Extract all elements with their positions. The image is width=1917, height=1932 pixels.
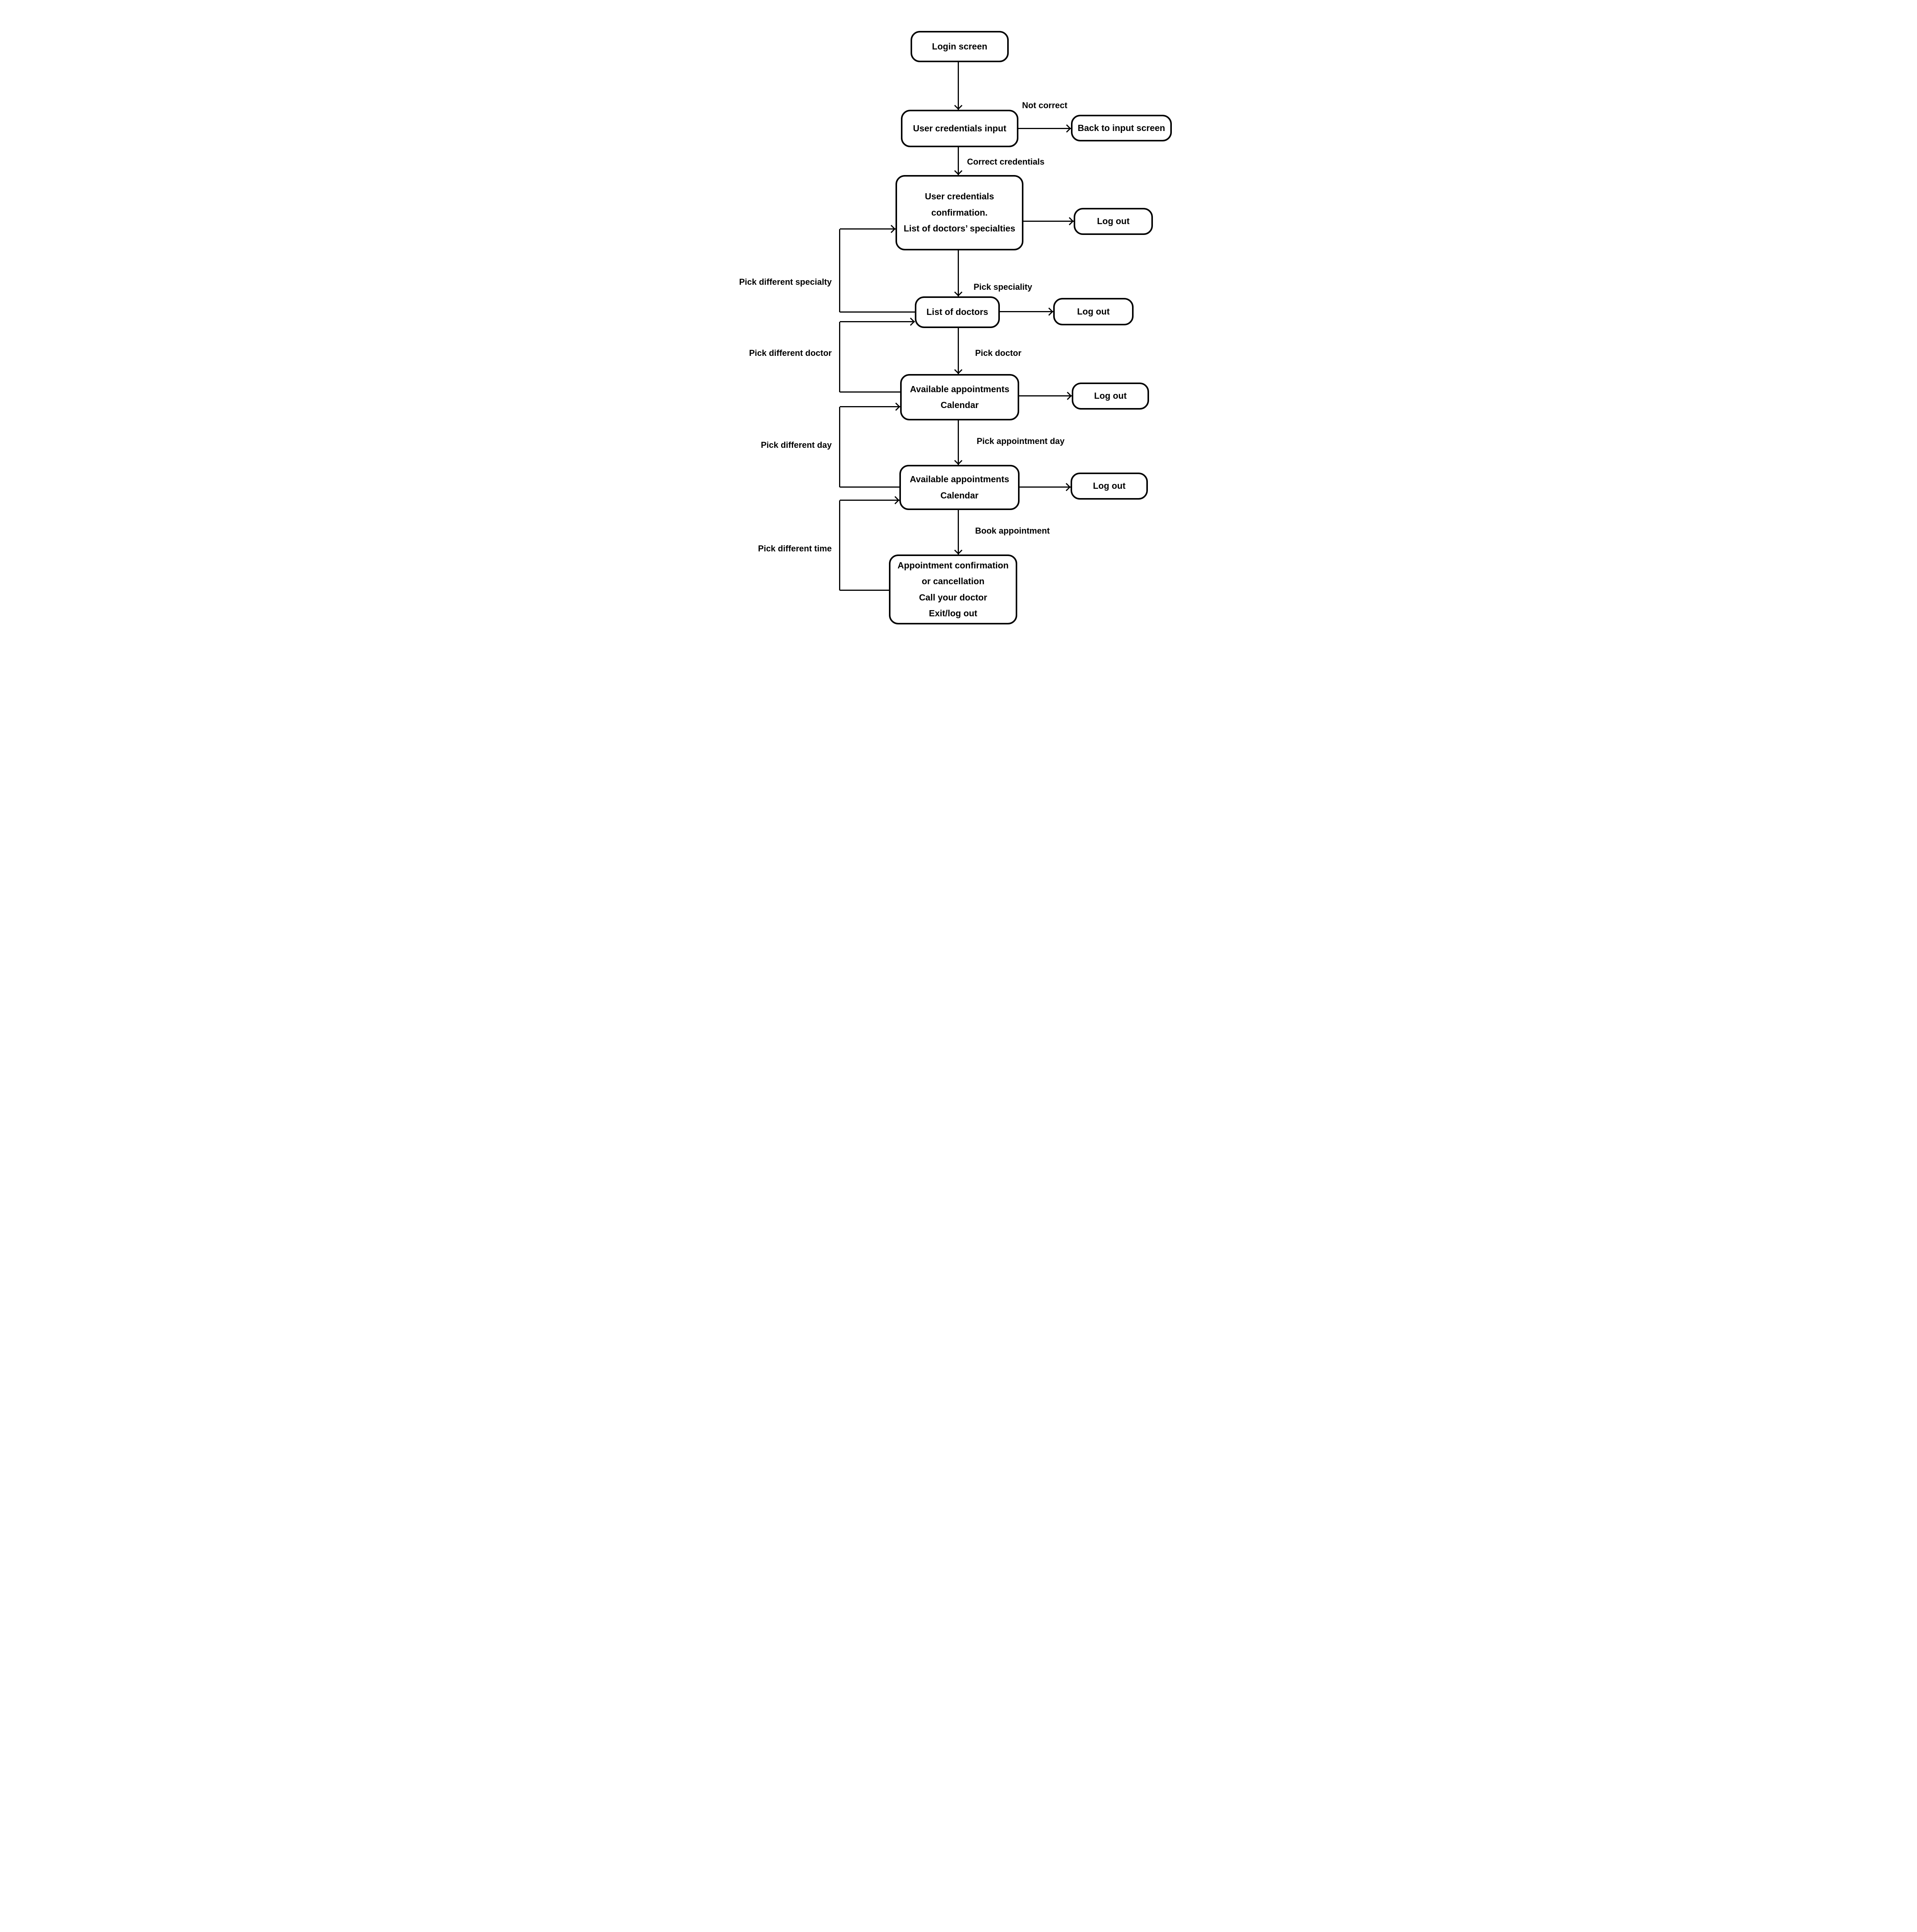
node-user-credentials-input-label: User credentials input bbox=[913, 123, 1006, 133]
edge-calendar2-to-logout4-line bbox=[1020, 486, 1071, 488]
edge-label-pick-different-specialty: Pick different specialty bbox=[739, 277, 832, 287]
edge-doctors-to-logout2-arrowhead bbox=[1045, 307, 1054, 316]
feedback-specialty-vertical-line bbox=[839, 229, 840, 312]
node-login-screen: Login screen bbox=[911, 31, 1009, 62]
edge-calendar2-to-logout4-arrowhead bbox=[1062, 483, 1071, 492]
feedback-doctor-entry-line bbox=[840, 321, 915, 322]
feedback-doctor-arrowhead bbox=[906, 317, 915, 326]
edge-not-correct-line bbox=[1018, 128, 1071, 129]
edge-calendar2-to-appointment-arrowhead bbox=[954, 546, 963, 555]
feedback-specialty-arrowhead bbox=[887, 224, 896, 233]
node-list-of-doctors: List of doctors bbox=[915, 296, 1000, 328]
node-log-out-4-label: Log out bbox=[1093, 481, 1126, 491]
node-appointment-confirmation: Appointment confirmation or cancellation… bbox=[889, 554, 1017, 624]
edge-login-to-input-arrowhead bbox=[954, 101, 963, 110]
flowchart-canvas: Login screen User credentials input Back… bbox=[719, 0, 1198, 652]
edge-calendar2-to-appointment-line bbox=[958, 510, 959, 554]
feedback-time-vertical-line bbox=[839, 500, 840, 590]
feedback-doctor-exit-line bbox=[840, 391, 900, 393]
node-available-appointments-calendar-1: Available appointments Calendar bbox=[900, 374, 1019, 420]
feedback-day-exit-line bbox=[840, 486, 899, 488]
feedback-doctor-vertical-line bbox=[839, 322, 840, 392]
node-log-out-3-label: Log out bbox=[1094, 391, 1127, 401]
edge-label-pick-speciality: Pick speciality bbox=[974, 282, 1032, 292]
feedback-time-exit-line bbox=[840, 590, 889, 591]
edge-label-not-correct: Not correct bbox=[1022, 100, 1067, 110]
edge-confirmation-to-doctors-line bbox=[958, 250, 959, 296]
node-available-appointments-calendar-2-label: Available appointments Calendar bbox=[909, 474, 1010, 500]
edge-label-pick-different-doctor: Pick different doctor bbox=[749, 348, 832, 358]
edge-label-pick-doctor: Pick doctor bbox=[975, 348, 1021, 358]
node-login-screen-label: Login screen bbox=[932, 41, 987, 51]
node-available-appointments-calendar-1-label: Available appointments Calendar bbox=[910, 384, 1010, 410]
edge-confirmation-to-logout1-line bbox=[1023, 221, 1074, 222]
node-log-out-4: Log out bbox=[1071, 473, 1148, 500]
edge-confirmation-to-logout1-arrowhead bbox=[1065, 217, 1074, 226]
edge-not-correct-arrowhead bbox=[1062, 124, 1071, 133]
feedback-day-arrowhead bbox=[892, 402, 901, 411]
feedback-day-vertical-line bbox=[839, 407, 840, 487]
edge-label-pick-appointment-day: Pick appointment day bbox=[977, 436, 1065, 446]
node-log-out-3: Log out bbox=[1072, 383, 1149, 410]
edge-doctors-to-logout2-line bbox=[1000, 311, 1053, 312]
edge-doctors-to-calendar1-line bbox=[958, 328, 959, 374]
node-list-of-doctors-label: List of doctors bbox=[926, 307, 988, 317]
node-log-out-1-label: Log out bbox=[1097, 216, 1130, 226]
node-appointment-confirmation-label: Appointment confirmation or cancellation… bbox=[897, 560, 1009, 618]
node-log-out-2: Log out bbox=[1053, 298, 1134, 325]
node-log-out-2-label: Log out bbox=[1077, 306, 1110, 316]
edge-calendar1-to-logout3-arrowhead bbox=[1063, 391, 1072, 400]
edge-label-pick-different-time: Pick different time bbox=[758, 544, 832, 553]
feedback-specialty-entry-line bbox=[840, 228, 896, 230]
edge-doctors-to-calendar1-arrowhead bbox=[954, 366, 963, 374]
edge-label-book-appointment: Book appointment bbox=[975, 526, 1050, 536]
edge-input-to-confirmation-line bbox=[958, 147, 959, 175]
edge-calendar1-to-calendar2-arrowhead bbox=[954, 456, 963, 465]
feedback-specialty-exit-line bbox=[840, 311, 915, 313]
edge-calendar1-to-calendar2-line bbox=[958, 420, 959, 465]
node-available-appointments-calendar-2: Available appointments Calendar bbox=[899, 465, 1020, 510]
node-credentials-confirmation-label: User credentials confirmation. List of d… bbox=[904, 191, 1015, 234]
node-back-to-input-screen: Back to input screen bbox=[1071, 115, 1172, 141]
node-log-out-1: Log out bbox=[1074, 208, 1153, 235]
edge-input-to-confirmation-arrowhead bbox=[954, 167, 963, 175]
feedback-day-entry-line bbox=[840, 406, 900, 407]
edge-label-pick-different-day: Pick different day bbox=[761, 440, 832, 450]
node-credentials-confirmation: User credentials confirmation. List of d… bbox=[896, 175, 1023, 250]
edge-calendar1-to-logout3-line bbox=[1019, 395, 1072, 396]
node-user-credentials-input: User credentials input bbox=[901, 110, 1018, 147]
node-back-to-input-screen-label: Back to input screen bbox=[1078, 122, 1165, 133]
edge-label-correct-credentials: Correct credentials bbox=[967, 157, 1045, 167]
feedback-time-entry-line bbox=[840, 500, 899, 501]
feedback-time-arrowhead bbox=[891, 496, 900, 505]
edge-confirmation-to-doctors-arrowhead bbox=[954, 288, 963, 297]
edge-login-to-input-line bbox=[958, 62, 959, 110]
